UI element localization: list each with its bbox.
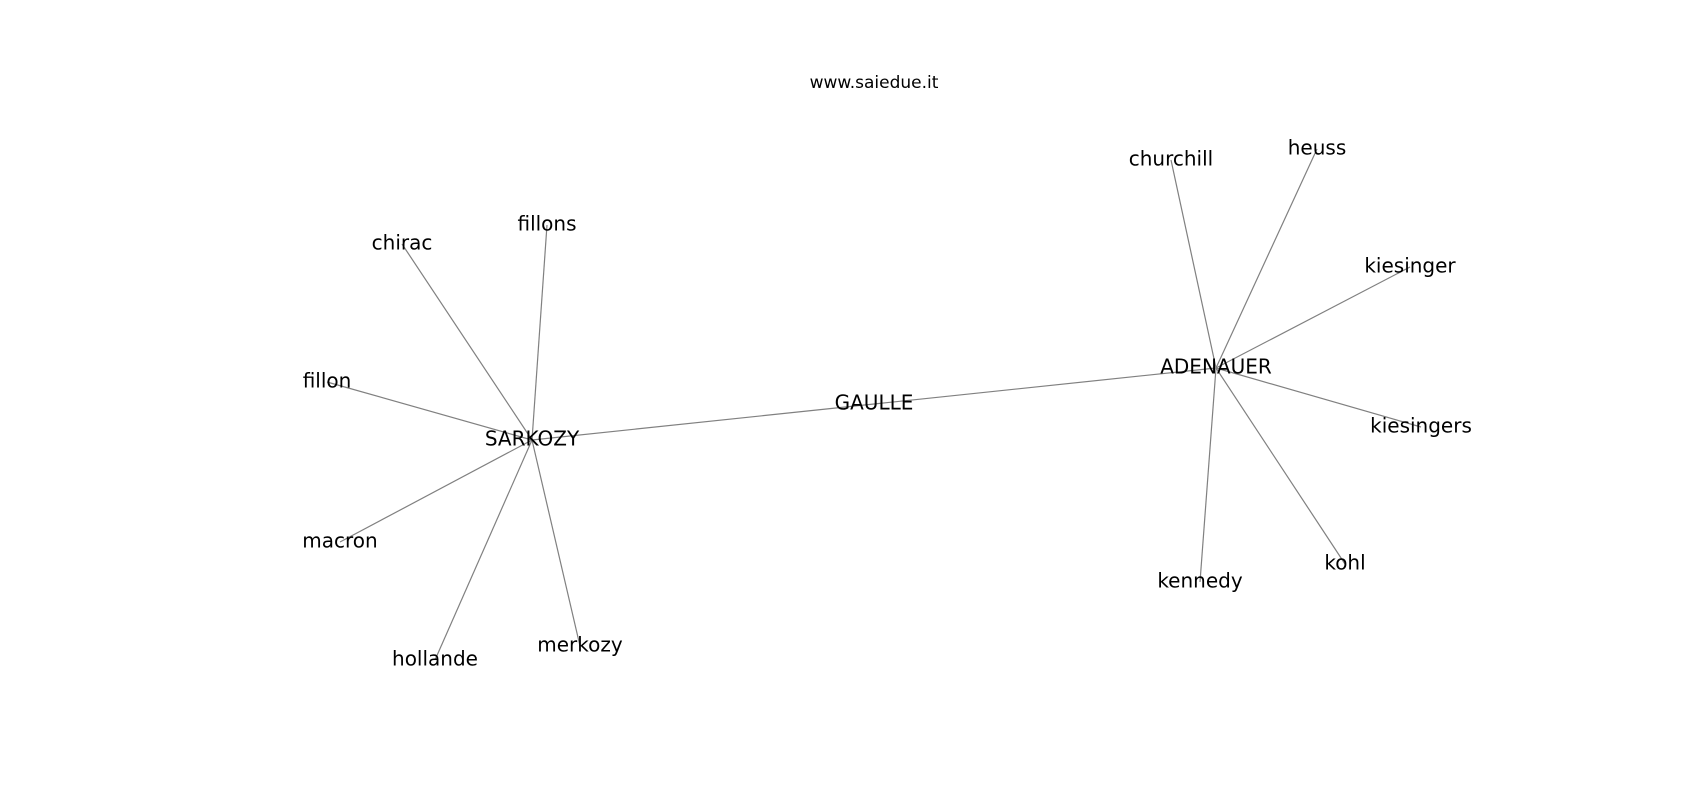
edge-adenauer-kiesinger [1215,266,1411,369]
node-label-macron: macron [302,529,377,553]
node-label-hollande: hollande [392,647,478,671]
node-label-merkozy: merkozy [537,633,623,657]
node-label-kiesingers: kiesingers [1370,414,1472,438]
node-label-sarkozy: SARKOZY [485,427,580,451]
edge-sarkozy-chirac [401,243,533,441]
node-label-kohl: kohl [1324,551,1365,575]
node-label-heuss: heuss [1288,136,1347,160]
node-label-gaulle: GAULLE [835,391,914,415]
edge-gaulle-adenauer [873,367,1217,405]
node-label-chirac: chirac [372,231,433,255]
node-label-fillons: fillons [517,212,576,236]
node-label-fillon: fillon [303,369,352,393]
edge-sarkozy-hollande [434,439,533,661]
node-label-kennedy: kennedy [1157,569,1243,593]
edge-sarkozy-macron [339,439,533,543]
labels-layer: GAULLE SARKOZY ADENAUER chirac fillons fillon… [302,136,1472,671]
edge-adenauer-kennedy [1199,367,1217,583]
edge-adenauer-kiesingers [1215,367,1422,428]
edge-sarkozy-merkozy [531,439,581,647]
site-url-label: www.saiedue.it [810,73,939,93]
edge-sarkozy-fillon [326,381,533,441]
node-label-kiesinger: kiesinger [1364,254,1456,278]
node-label-churchill: churchill [1129,147,1213,171]
edge-adenauer-kohl [1215,367,1346,565]
edge-adenauer-heuss [1215,148,1318,369]
node-label-adenauer: ADENAUER [1160,355,1272,379]
edge-sarkozy-gaulle [531,403,875,441]
edge-adenauer-churchill [1170,159,1217,369]
edges-layer [326,148,1422,661]
edge-sarkozy-fillons [531,224,548,441]
